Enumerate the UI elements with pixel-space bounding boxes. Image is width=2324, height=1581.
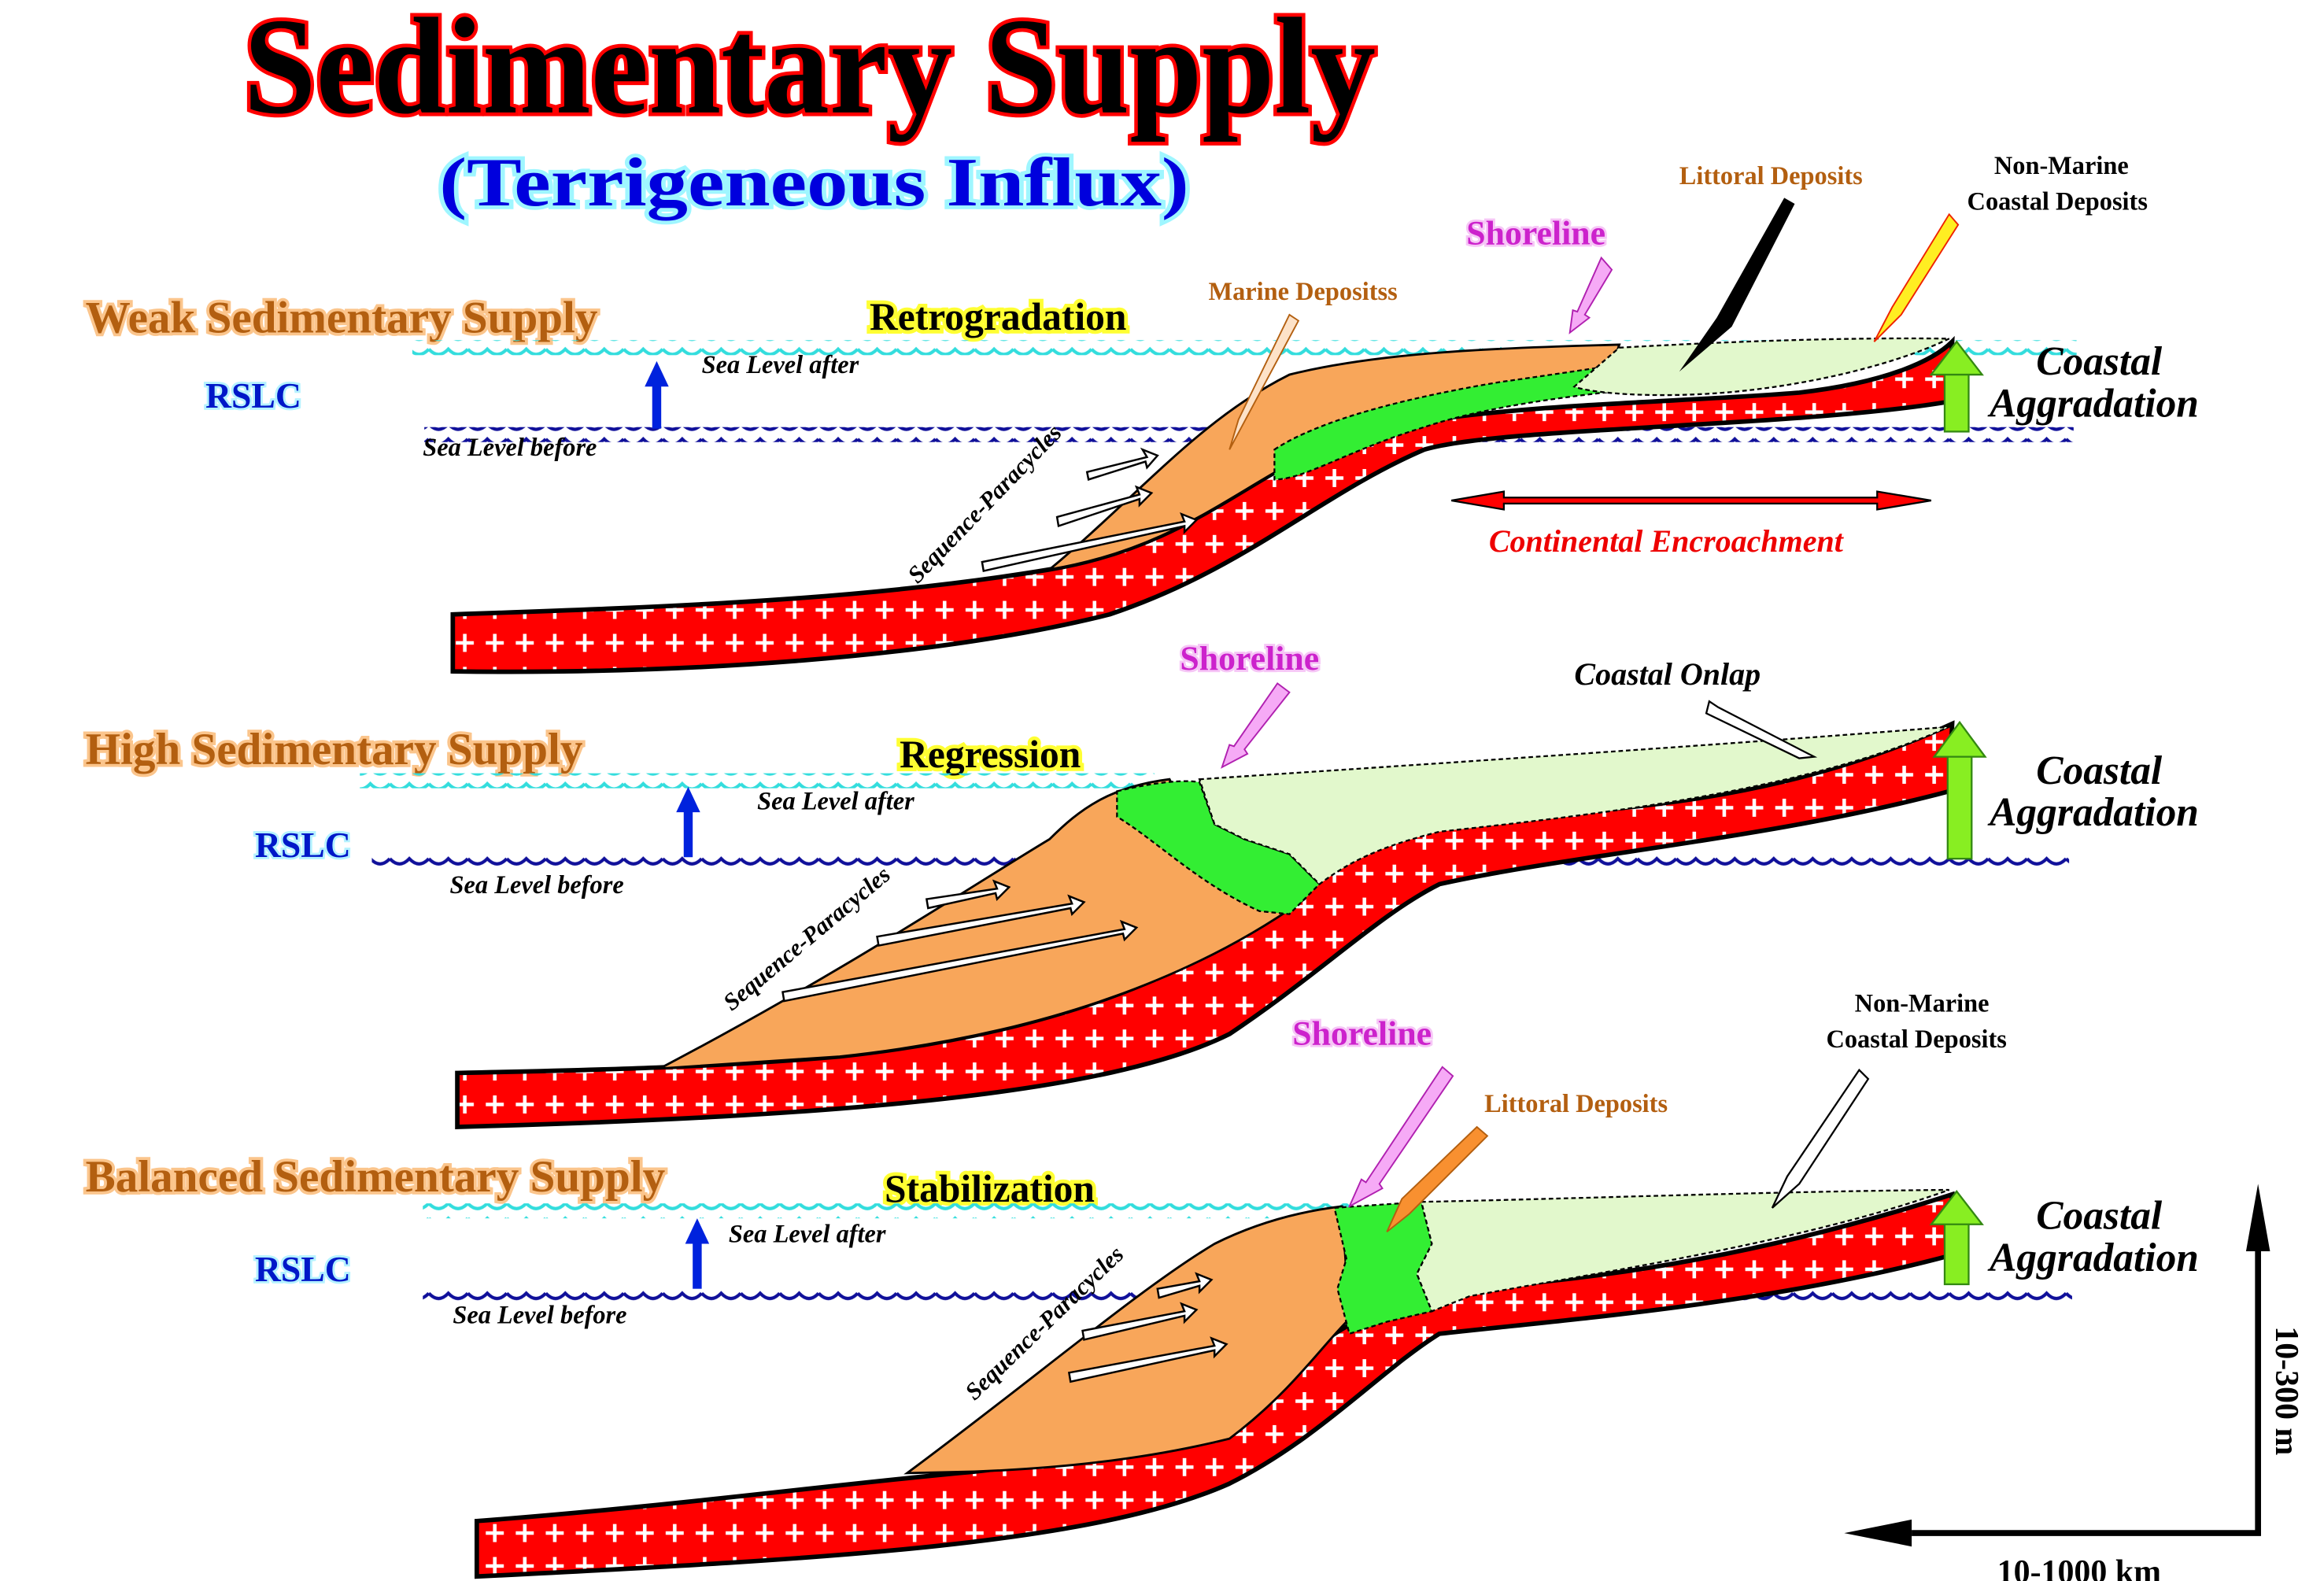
main-title: Sedimentary Supply [244, 0, 1376, 142]
panel-1-marine-pointer-icon [1229, 313, 1300, 450]
panel-balanced-supply: Balanced Sedimentary Supply Stabilizatio… [83, 989, 2199, 1579]
panel-3-littoral-label: Littoral Deposits [1484, 1090, 1668, 1118]
panel-2-rslc-label: RSLC [255, 825, 351, 865]
panel-1-aggradation-arrow-icon [1929, 340, 1984, 433]
panel-3-rslc-arrow-icon [685, 1218, 710, 1289]
panel-1-shoreline-pointer-icon [1568, 256, 1613, 334]
panel-2-onlap-pointer-icon [1705, 700, 1818, 759]
panel-1-supply-label: Weak Sedimentary Supply [86, 294, 598, 343]
panel-3-aggradation-arrow-icon [1929, 1190, 1984, 1286]
panel-2-aggradation-arrow-icon [1932, 720, 1987, 860]
panel-1-aggradation-label-line2: Aggradation [1987, 381, 2199, 426]
panel-3-shoreline-pointer-icon [1347, 1066, 1454, 1209]
panel-2-process-label: Regression [900, 733, 1081, 776]
panel-1-process-label: Retrogradation [870, 295, 1126, 338]
panel-3-aggradation-label-line2: Aggradation [1987, 1236, 2199, 1280]
panel-3-littoral-pointer-icon [1386, 1125, 1489, 1233]
panel-1-shoreline-label: Shoreline [1466, 214, 1605, 252]
panel-1-aggradation-label-line1: Coastal [2036, 339, 2163, 384]
panel-1-non-marine-pointer-icon [1873, 212, 1960, 342]
panel-3-supply-label: Balanced Sedimentary Supply [86, 1152, 666, 1202]
horizontal-scale-label: 10-1000 km [1997, 1554, 2161, 1581]
panel-3-rslc-label: RSLC [255, 1249, 351, 1289]
panel-1-littoral-label: Littoral Deposits [1679, 162, 1863, 190]
panel-3-non-marine-pointer-icon [1771, 1068, 1870, 1209]
panel-1-non-marine-label-line1: Non-Marine [1994, 152, 2129, 180]
panel-3-sequence-arrows [1067, 1272, 1229, 1383]
panel-2-sea-level-after-line [360, 773, 1155, 789]
panel-3-sea-before-label: Sea Level before [453, 1301, 626, 1329]
panel-3-aggradation-label-line1: Coastal [2036, 1194, 2163, 1239]
subtitle: (Terrigeneous Influx) [439, 144, 1189, 220]
panel-3-non-marine-deposits [1416, 1188, 1950, 1313]
vertical-scale-label: 10-300 m [2268, 1326, 2304, 1455]
panel-3-sea-after-label: Sea Level after [729, 1221, 886, 1249]
panel-2-non-marine-deposits [1198, 726, 1950, 886]
panel-2-shoreline-label: Shoreline [1180, 640, 1319, 678]
panel-2-shoreline-pointer-icon [1221, 682, 1291, 769]
panel-1-encroachment-arrow-icon [1451, 490, 1932, 511]
panel-2-onlap-label: Coastal Onlap [1574, 656, 1761, 692]
panel-1-encroachment-label: Continental Encroachment [1489, 523, 1845, 559]
panel-1-marine-label: Marine Depositss [1209, 278, 1398, 306]
panel-3-shoreline-label: Shoreline [1292, 1014, 1432, 1052]
panel-1-rslc-arrow-icon [645, 360, 669, 429]
panel-1-non-marine-deposits [1572, 337, 1950, 397]
panel-2-sea-before-label: Sea Level before [450, 871, 624, 899]
panel-2-aggradation-label-line1: Coastal [2036, 748, 2163, 793]
panel-2-sea-after-label: Sea Level after [757, 787, 914, 815]
panel-1-sea-before-label: Sea Level before [423, 434, 597, 462]
panel-3-littoral-deposits [1333, 1201, 1433, 1335]
panel-1-sequence-arrows [981, 447, 1199, 573]
scale-axes: 10-300 m 10-1000 km [1844, 1184, 2304, 1581]
panel-2-aggradation-label-line2: Aggradation [1987, 790, 2199, 835]
panel-1-sea-after-label: Sea Level after [702, 351, 859, 379]
panel-3-non-marine-label-line1: Non-Marine [1855, 989, 1990, 1018]
panel-high-supply: High Sedimentary Supply Regression RSLC … [83, 637, 2199, 1129]
panel-1-non-marine-label-line2: Coastal Deposits [1967, 188, 2148, 216]
panel-weak-supply: Weak Sedimentary Supply Retrogradation R… [83, 152, 2199, 674]
panel-2-supply-label: High Sedimentary Supply [86, 725, 583, 774]
panel-3-sea-level-after-line [423, 1203, 1353, 1219]
panel-1-rslc-label: RSLC [205, 375, 301, 416]
panel-1-littoral-pointer-icon [1679, 198, 1795, 372]
panel-3-non-marine-label-line2: Coastal Deposits [1826, 1025, 2006, 1054]
panel-2-littoral-deposits [1116, 780, 1321, 915]
panel-2-rslc-arrow-icon [676, 786, 700, 858]
panel-2-sequence-arrows [781, 879, 1139, 1003]
